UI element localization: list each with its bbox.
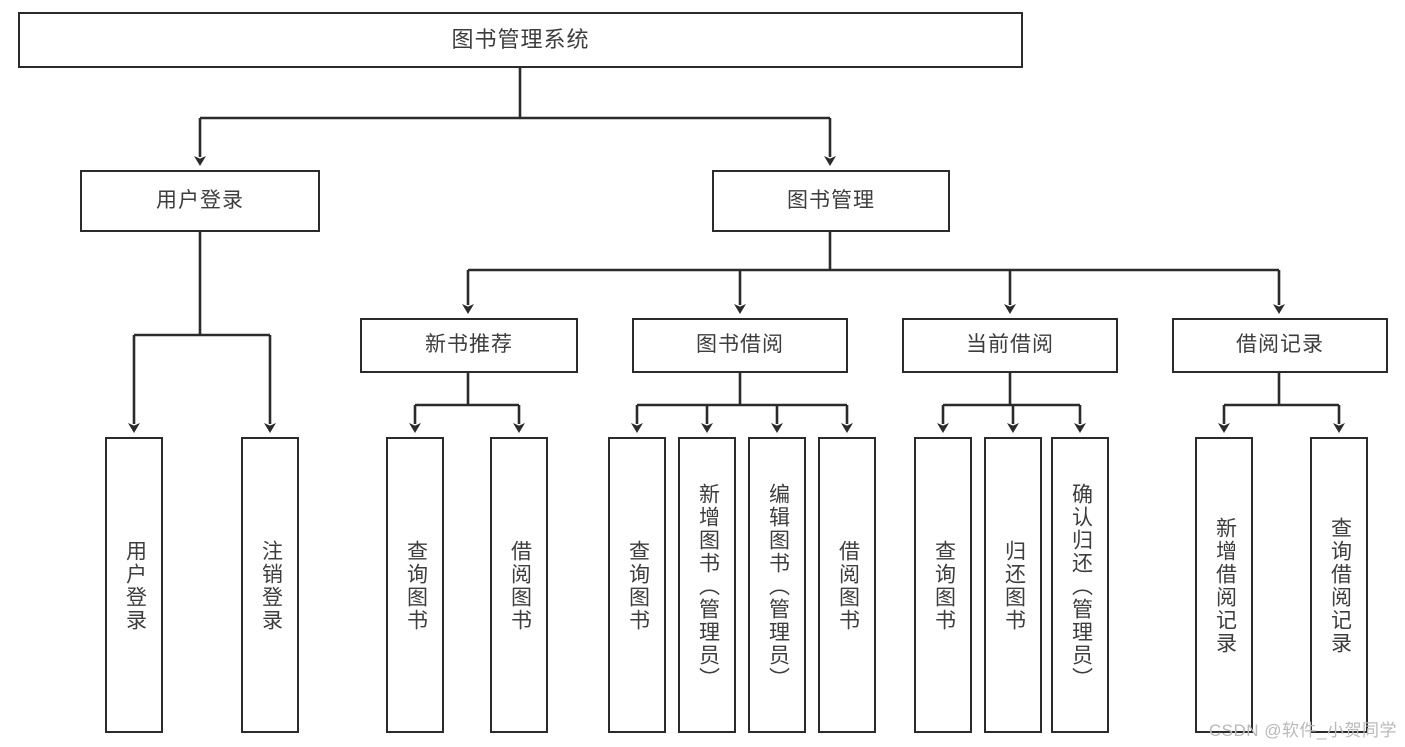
leaf-add-book-label: 新增图书（管理员） bbox=[696, 482, 720, 690]
leaf-edit-book[interactable]: 编辑图书（管理员） bbox=[748, 437, 806, 733]
leaf-query-book-2-label: 查询图书 bbox=[626, 540, 650, 632]
node-current-borrow-label: 当前借阅 bbox=[966, 333, 1054, 357]
leaf-add-record-label: 新增借阅记录 bbox=[1213, 517, 1237, 655]
leaf-edit-book-label: 编辑图书（管理员） bbox=[766, 482, 790, 690]
leaf-query-book-3-label: 查询图书 bbox=[932, 540, 956, 632]
leaf-add-record[interactable]: 新增借阅记录 bbox=[1195, 437, 1253, 733]
leaf-confirm-return[interactable]: 确认归还（管理员） bbox=[1051, 437, 1109, 733]
leaf-query-book-3[interactable]: 查询图书 bbox=[914, 437, 972, 733]
leaf-query-record[interactable]: 查询借阅记录 bbox=[1310, 437, 1368, 733]
leaf-query-book-1[interactable]: 查询图书 bbox=[386, 437, 444, 733]
leaf-add-book[interactable]: 新增图书（管理员） bbox=[678, 437, 736, 733]
node-root[interactable]: 图书管理系统 bbox=[18, 12, 1023, 68]
node-borrow-record[interactable]: 借阅记录 bbox=[1172, 318, 1388, 373]
leaf-user-login[interactable]: 用户登录 bbox=[105, 437, 163, 733]
node-user-login-label: 用户登录 bbox=[156, 188, 244, 212]
leaf-query-record-label: 查询借阅记录 bbox=[1328, 517, 1352, 655]
leaf-query-book-1-label: 查询图书 bbox=[404, 540, 428, 632]
node-book-borrow-label: 图书借阅 bbox=[696, 333, 784, 357]
node-root-label: 图书管理系统 bbox=[451, 27, 590, 53]
watermark: CSDN @软件_小贺同学 bbox=[1208, 721, 1397, 740]
node-new-book-recommend-label: 新书推荐 bbox=[425, 333, 513, 357]
leaf-borrow-book-1-label: 借阅图书 bbox=[508, 540, 532, 632]
node-new-book-recommend[interactable]: 新书推荐 bbox=[360, 318, 578, 373]
node-user-login[interactable]: 用户登录 bbox=[80, 170, 320, 232]
node-current-borrow[interactable]: 当前借阅 bbox=[902, 318, 1118, 373]
leaf-borrow-book-1[interactable]: 借阅图书 bbox=[490, 437, 548, 733]
leaf-confirm-return-label: 确认归还（管理员） bbox=[1069, 482, 1093, 690]
leaf-user-login-label: 用户登录 bbox=[123, 540, 147, 632]
node-book-manage[interactable]: 图书管理 bbox=[712, 170, 950, 232]
leaf-borrow-book-2-label: 借阅图书 bbox=[836, 540, 860, 632]
leaf-logout-login-label: 注销登录 bbox=[259, 540, 283, 632]
node-borrow-record-label: 借阅记录 bbox=[1236, 333, 1324, 357]
leaf-logout-login[interactable]: 注销登录 bbox=[241, 437, 299, 733]
leaf-borrow-book-2[interactable]: 借阅图书 bbox=[818, 437, 876, 733]
leaf-return-book[interactable]: 归还图书 bbox=[984, 437, 1042, 733]
leaf-return-book-label: 归还图书 bbox=[1002, 540, 1026, 632]
node-book-borrow[interactable]: 图书借阅 bbox=[632, 318, 848, 373]
node-book-manage-label: 图书管理 bbox=[787, 188, 875, 212]
leaf-query-book-2[interactable]: 查询图书 bbox=[608, 437, 666, 733]
